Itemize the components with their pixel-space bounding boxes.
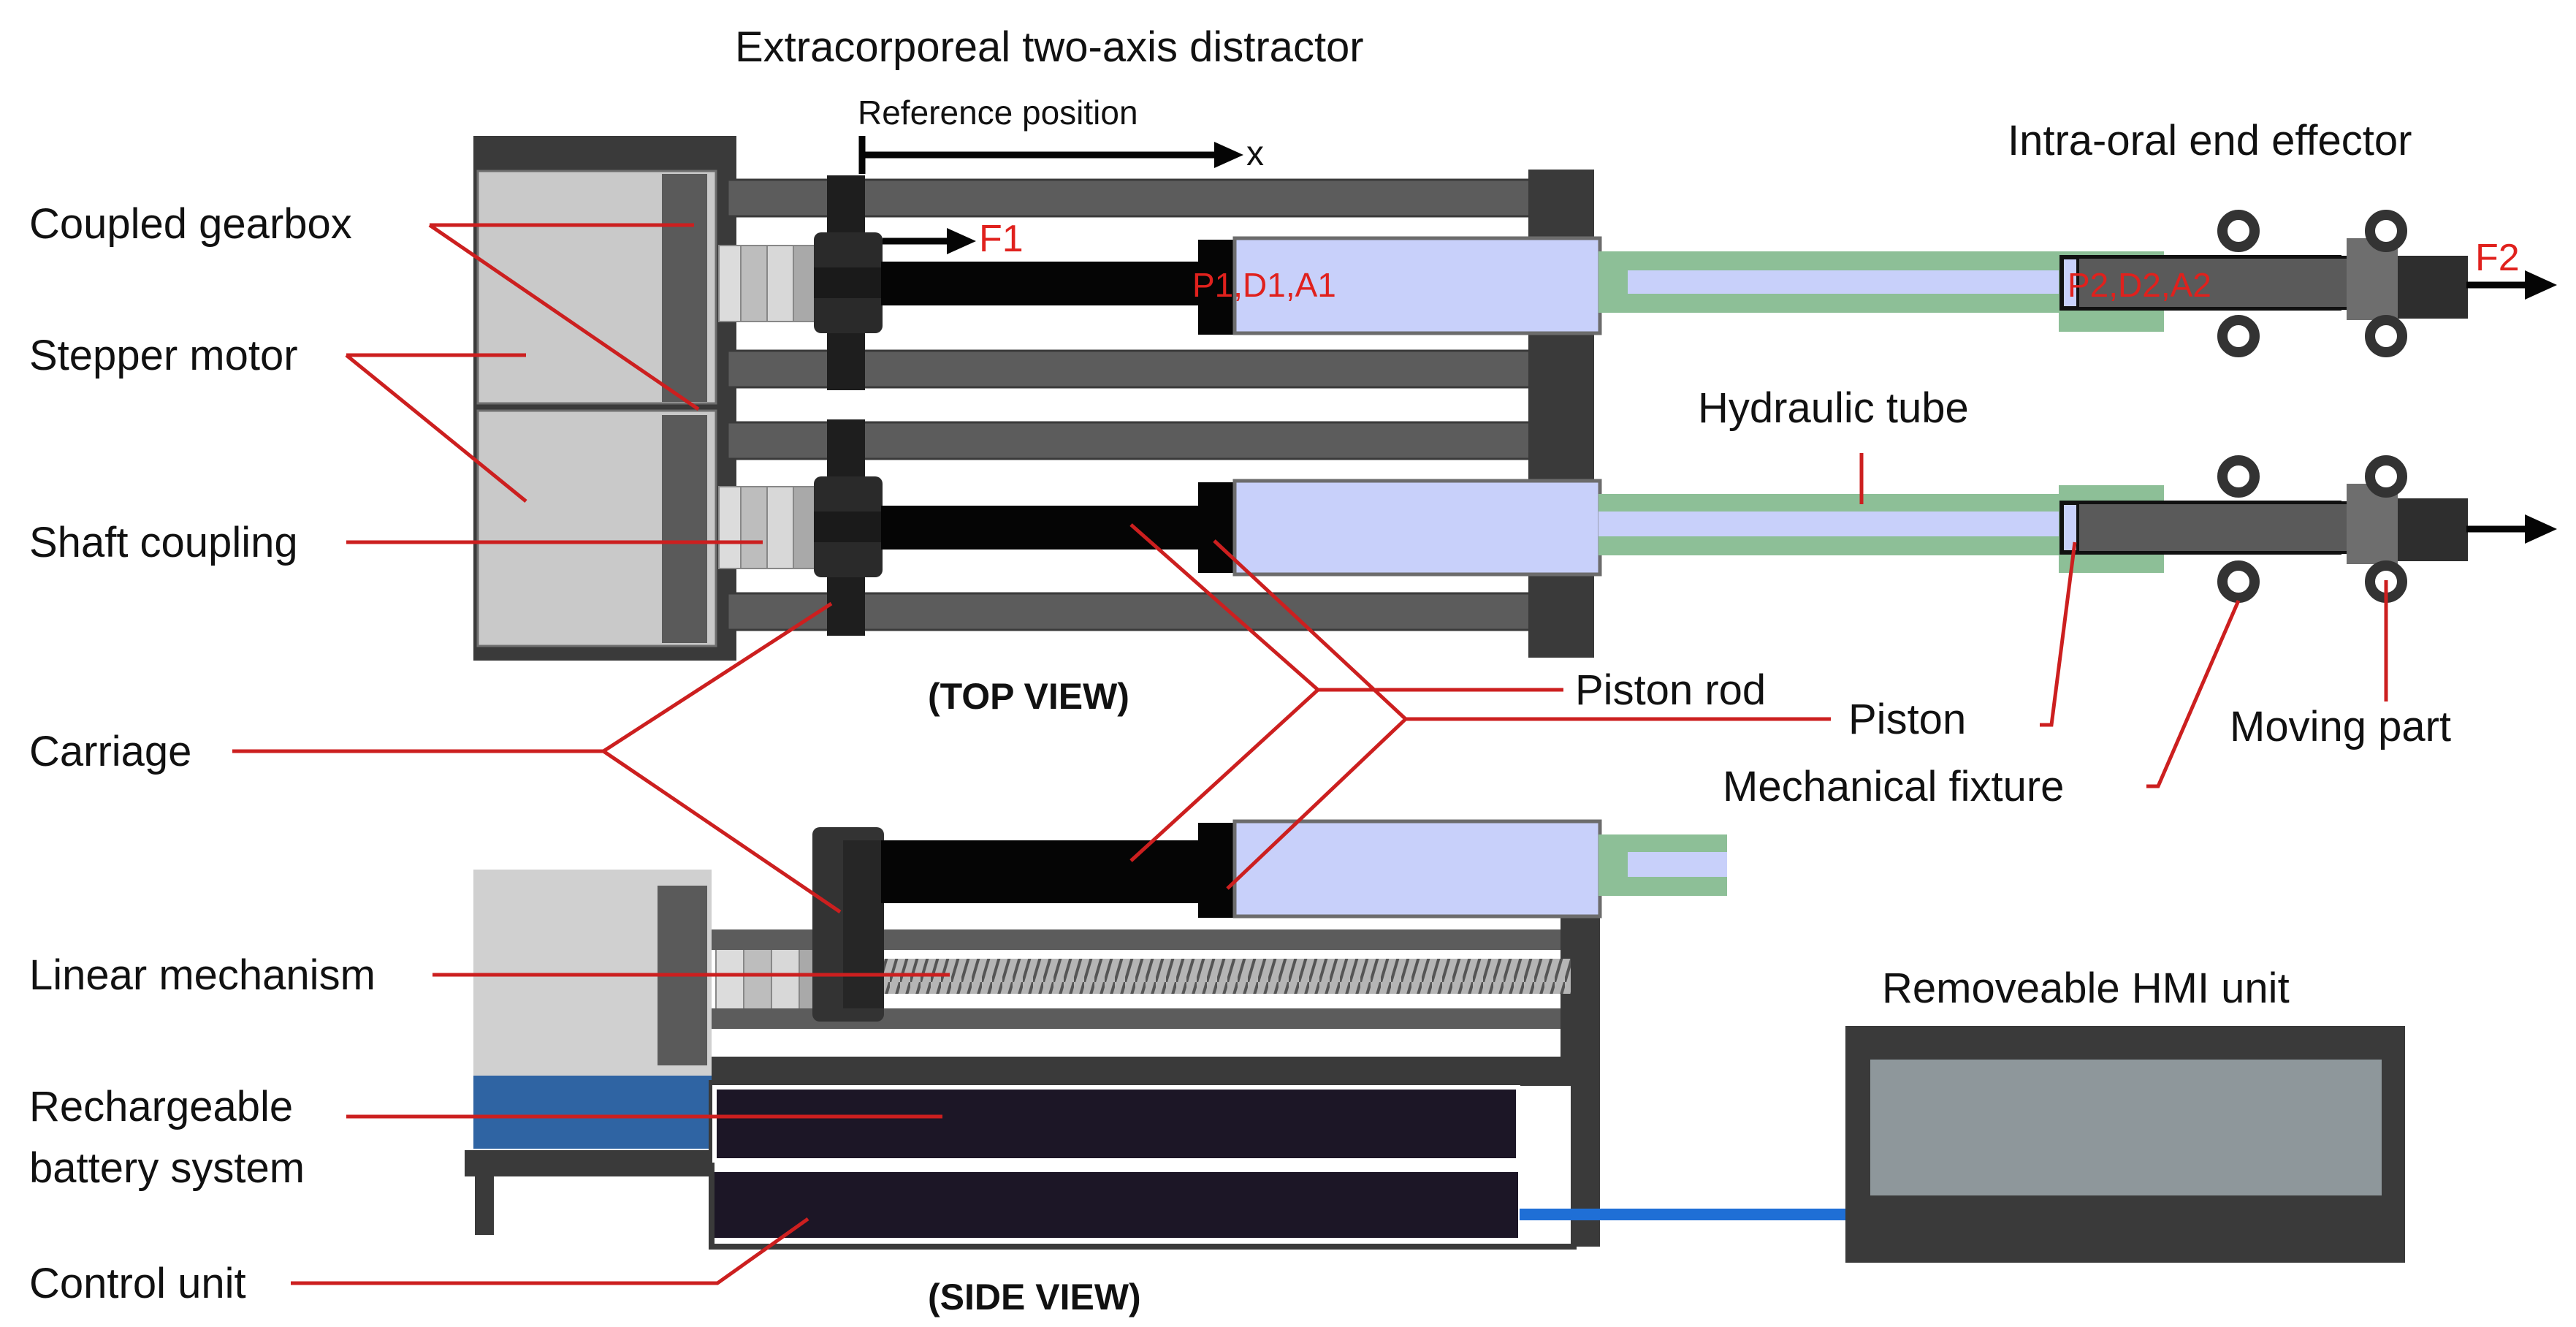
side-mid-plate <box>712 1057 1585 1083</box>
side-view-label: (SIDE VIEW) <box>928 1277 1141 1318</box>
piston-upper <box>1198 240 1236 335</box>
hydraulic-tube-label: Hydraulic tube <box>1698 384 1969 432</box>
mechanical-fixture-label: Mechanical fixture <box>1723 763 2064 810</box>
shaft-coupling-upper <box>718 245 816 322</box>
leader-stepper-2 <box>345 354 527 503</box>
gearbox-upper <box>662 174 707 402</box>
piston-rod-lower <box>881 506 1208 550</box>
top-view-label: (TOP VIEW) <box>928 676 1129 717</box>
side-base-plate <box>465 1150 712 1176</box>
gearbox-lower <box>662 415 707 643</box>
x-axis-label: x <box>1246 134 1264 173</box>
lead-screw <box>877 959 1571 994</box>
hydraulic-tube-lower <box>1598 494 2059 555</box>
piston-rod-label: Piston rod <box>1575 666 1766 714</box>
p1-label: P1,D1,A1 <box>1192 266 1336 304</box>
leader-piston-end <box>2040 541 2077 727</box>
side-cylinder <box>1232 819 1602 919</box>
leader-coupled-gearbox-2 <box>428 223 700 411</box>
shaft-coupling-lower <box>718 486 816 569</box>
leader-piston-side <box>1226 718 1407 890</box>
stepper-motor-label: Stepper motor <box>29 332 298 379</box>
reference-x-arrow <box>858 136 1243 174</box>
control-unit-label: Control unit <box>29 1260 246 1307</box>
f1-label: F1 <box>979 218 1024 260</box>
side-piston <box>1198 823 1236 918</box>
carriage-lower <box>814 419 883 636</box>
removable-hmi-label: Removeable HMI unit <box>1882 965 2290 1012</box>
end-effector-upper <box>2059 210 2468 357</box>
leader-mechanical-fixture <box>2146 600 2241 788</box>
p2-label: P2,D2,A2 <box>2068 266 2211 304</box>
side-carriage <box>812 827 884 1022</box>
top-view <box>473 136 2557 661</box>
cylinder-upper <box>1232 236 1602 335</box>
carriage-upper <box>814 175 883 390</box>
linear-mechanism-label: Linear mechanism <box>29 951 376 999</box>
leader-piston-rod-side <box>1129 688 1319 862</box>
lower-output-arrow <box>2466 514 2557 544</box>
piston-rod-upper <box>881 262 1208 305</box>
reference-position-label: Reference position <box>858 94 1138 132</box>
rechargeable-label-line1: Rechargeable <box>29 1083 293 1130</box>
side-hydraulic-tube <box>1598 834 1727 896</box>
leader-lines <box>232 223 2388 1285</box>
intra-oral-label: Intra-oral end effector <box>2008 117 2412 164</box>
f1-arrow <box>883 228 976 254</box>
hmi-screen <box>1870 1060 2382 1195</box>
shaft-coupling-label: Shaft coupling <box>29 519 298 566</box>
coupled-gearbox-label: Coupled gearbox <box>29 200 352 248</box>
carriage-label: Carriage <box>29 728 191 775</box>
piston-label: Piston <box>1848 696 1966 743</box>
leader-carriage-side <box>602 749 842 914</box>
leader-piston-rod-top <box>1129 523 1319 691</box>
moving-part-label: Moving part <box>2230 703 2451 750</box>
diagram-title: Extracorporeal two-axis distractor <box>735 23 1364 71</box>
f2-arrow <box>2466 270 2557 300</box>
end-effector-lower <box>2059 455 2468 603</box>
f2-label: F2 <box>2475 237 2520 279</box>
hydraulic-tube-upper <box>1598 251 2059 313</box>
side-base-leg <box>475 1176 494 1235</box>
cylinder-lower <box>1232 479 1602 577</box>
side-battery-blue <box>473 1076 712 1149</box>
leader-piston-top <box>1213 539 1407 720</box>
rechargeable-label-line2: battery system <box>29 1144 305 1192</box>
rechargeable-battery <box>712 1085 1520 1163</box>
labels: Extracorporeal two-axis distractor Refer… <box>29 23 2520 1318</box>
control-unit-box <box>715 1172 1518 1238</box>
leader-control-unit <box>291 1217 809 1285</box>
piston-lower <box>1198 482 1236 573</box>
side-view <box>465 819 2405 1263</box>
side-piston-rod <box>881 840 1208 903</box>
